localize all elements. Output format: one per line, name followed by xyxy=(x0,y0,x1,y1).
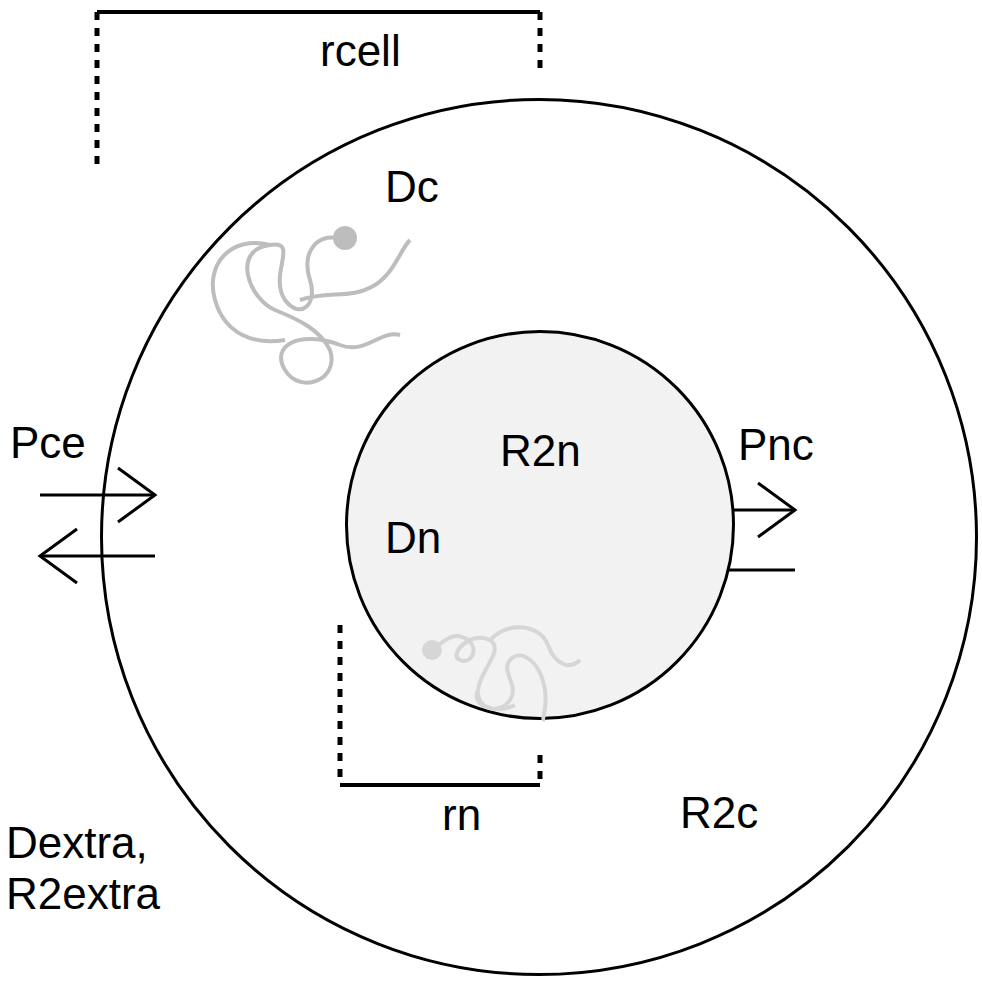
radius-label: rcell xyxy=(320,26,401,77)
cell-circle: DcR2c R2nDn xyxy=(100,98,978,976)
permeability-label: Pce xyxy=(10,418,86,469)
radius-label: rn xyxy=(442,790,481,841)
extracellular-label: Dextra, R2extra xyxy=(6,818,206,919)
parameter-label: Dn xyxy=(385,513,441,564)
parameter-label: R2n xyxy=(500,426,581,477)
parameter-label: R2c xyxy=(680,788,758,839)
nucleus-circle: R2nDn xyxy=(345,330,735,720)
exchange-arrows xyxy=(40,468,155,583)
parameter-label: Dc xyxy=(385,162,439,213)
radius-bracket xyxy=(97,12,540,172)
permeability-label: Pnc xyxy=(738,420,814,471)
